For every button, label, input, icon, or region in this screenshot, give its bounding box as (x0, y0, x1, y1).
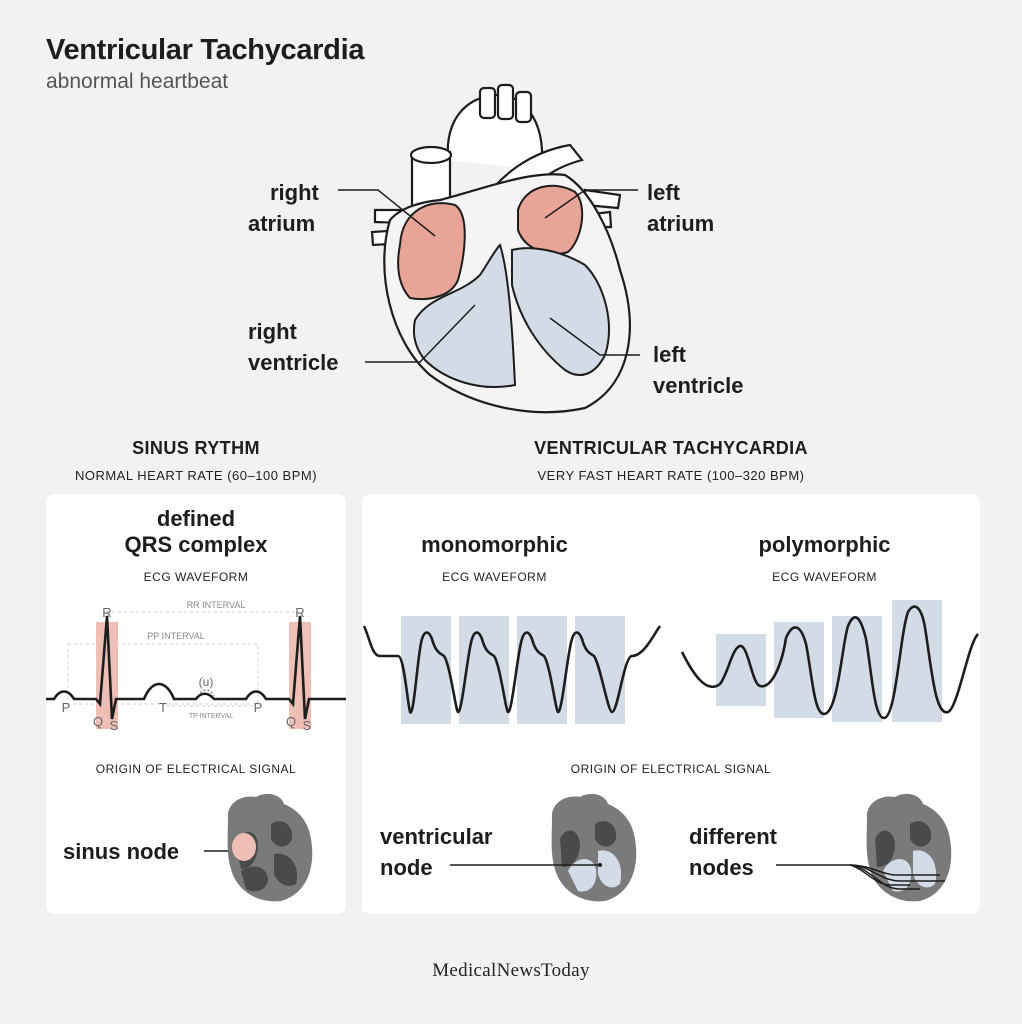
monomorphic-ecg-trace (362, 625, 662, 714)
left-ventricle-label: left ventricle (653, 339, 744, 401)
sinus-origin-caption: ORIGIN OF ELECTRICAL SIGNAL (95, 762, 297, 776)
sinus-node-label: sinus node (63, 839, 180, 864)
mono-ecg-caption: ECG WAVEFORM (442, 570, 547, 584)
polymorphic-title: polymorphic (758, 532, 891, 557)
vt-origin-hearts (450, 793, 952, 902)
vt-heading: VENTRICULAR TACHYCARDIA (534, 438, 808, 458)
qrs-complex-title: defined QRS complex (46, 506, 346, 558)
right-ventricle-label: right ventricle (248, 316, 339, 378)
q-label-2: Q (286, 714, 296, 729)
qrs-title-line2: QRS complex (124, 532, 268, 557)
t-label: T (159, 700, 167, 715)
sinus-ecg-waveform: R R RR INTERVAL PP INTERVAL TP INTERVAL … (46, 600, 346, 733)
pp-interval-label: PP INTERVAL (147, 631, 205, 641)
sinus-ecg-trace (46, 615, 346, 720)
different-nodes-label-line2: nodes (689, 855, 754, 880)
sinus-node-highlight (232, 833, 256, 861)
page-title: Ventricular Tachycardia (46, 34, 365, 66)
page-subtitle: abnormal heartbeat (46, 70, 229, 93)
ventricular-node-label-line1: ventricular (380, 824, 493, 849)
polymorphic-ecg-trace (680, 605, 980, 720)
medical-news-today-logo: MedicalNewsToday (432, 960, 590, 981)
vt-ecg-waveforms (362, 600, 980, 724)
u-label: (u) (199, 675, 214, 689)
different-nodes-label: different nodes (689, 821, 777, 883)
left-atrium-label-line1: left (647, 180, 680, 205)
qrs-highlight-1 (96, 622, 118, 729)
qrs-title-line1: defined (156, 506, 236, 531)
left-ventricle-label-line1: left (653, 342, 686, 367)
left-ventricle-label-line2: ventricle (653, 373, 744, 398)
s-label-2: S (303, 718, 312, 733)
ventricular-node-label-line2: node (380, 855, 433, 880)
sinus-ecg-caption: ECG WAVEFORM (143, 570, 249, 584)
left-atrium-label-line2: atrium (647, 211, 715, 236)
p-label-1: P (62, 700, 71, 715)
vt-origin-caption: ORIGIN OF ELECTRICAL SIGNAL (570, 762, 772, 776)
qrs-highlight-2 (289, 622, 311, 729)
right-atrium-label-line1: right (270, 180, 319, 205)
right-ventricle-label-line1: right (248, 319, 297, 344)
q-label-1: Q (93, 714, 103, 729)
different-nodes-label-line1: different (689, 824, 777, 849)
s-label-1: S (110, 718, 119, 733)
ventricular-node-label: ventricular node (380, 821, 493, 883)
mono-node-heart-icon (551, 793, 637, 902)
vt-panel: monomorphic polymorphic ECG WAVEFORM ECG… (362, 494, 980, 914)
right-ventricle-label-line2: ventricle (248, 350, 339, 375)
mono-highlight-boxes (401, 616, 625, 724)
vt-subheading: VERY FAST HEART RATE (100–320 BPM) (537, 468, 805, 483)
p-label-2: P (254, 700, 263, 715)
right-atrium-label-line2: atrium (248, 211, 316, 236)
left-atrium-label: left atrium (647, 177, 714, 239)
sinus-rhythm-panel: defined QRS complex ECG WAVEFORM R R RR … (46, 494, 346, 914)
r-label-2: R (295, 605, 304, 620)
pp-interval-box (67, 643, 259, 705)
rr-interval-label: RR INTERVAL (187, 600, 246, 610)
monomorphic-title: monomorphic (421, 532, 568, 557)
right-atrium-label: right atrium (248, 177, 319, 239)
sinus-rhythm-heading: SINUS RYTHM (132, 438, 260, 458)
poly-ecg-caption: ECG WAVEFORM (772, 570, 877, 584)
sinus-node-heart-icon (204, 793, 313, 902)
sinus-rhythm-subheading: NORMAL HEART RATE (60–100 BPM) (74, 468, 318, 483)
r-label-1: R (102, 605, 111, 620)
tp-interval-label: TP INTERVAL (189, 713, 233, 720)
heart-pointer-lines (338, 189, 640, 363)
